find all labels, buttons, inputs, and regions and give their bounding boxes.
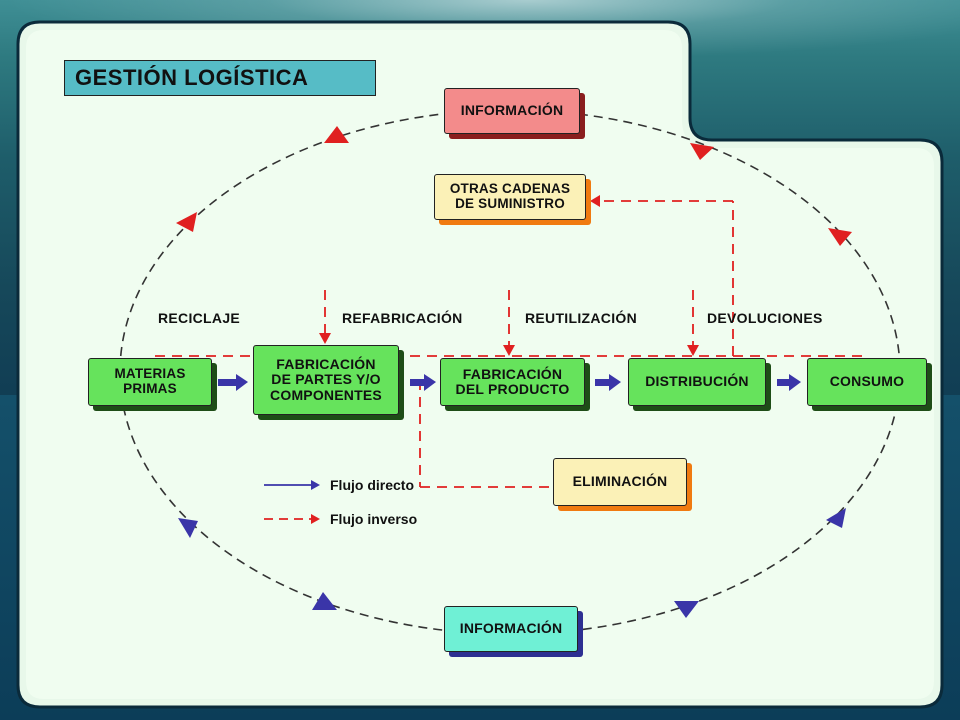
flow-arrow-right-lower	[826, 508, 846, 528]
consumo-node: CONSUMO	[807, 358, 927, 406]
legend-direct-arrowhead	[311, 480, 320, 490]
legend-inverse-label: Flujo inverso	[330, 511, 418, 527]
devoluciones-arrowhead	[687, 345, 699, 356]
fabricacion-partes-node: FABRICACIÓN DE PARTES Y/O COMPONENTES	[253, 345, 399, 415]
legend-direct-label: Flujo directo	[330, 477, 414, 493]
flow-arrow-left-upper	[176, 212, 197, 232]
flow-arrow-right-upper	[828, 228, 852, 246]
flow-arrow-top-right	[690, 143, 714, 160]
inverse-flow-lines	[155, 200, 868, 488]
materias-primas-node: MATERIAS PRIMAS	[88, 358, 212, 406]
otras-cadenas-node: OTRAS CADENAS DE SUMINISTRO	[434, 174, 586, 220]
flow-arrow-top-left	[324, 126, 349, 143]
refabricacion-label: REFABRICACIÓN	[342, 310, 463, 326]
fabricacion-producto-node: FABRICACIÓN DEL PRODUCTO	[440, 358, 585, 406]
otras-cadenas-arrowhead	[590, 195, 600, 207]
legend-inverse-arrowhead	[311, 514, 320, 524]
distribucion-node: DISTRIBUCIÓN	[628, 358, 766, 406]
page-title: GESTIÓN LOGÍSTICA	[64, 60, 376, 96]
info-top-node: INFORMACIÓN	[444, 88, 580, 134]
reutilizacion-label: REUTILIZACIÓN	[525, 310, 638, 326]
eliminacion-node: ELIMINACIÓN	[553, 458, 687, 506]
direct-flow-arrows	[218, 374, 801, 391]
flow-arrow-left-lower	[178, 518, 198, 538]
reutilizacion-arrowhead	[503, 345, 515, 356]
flow-arrow-bottom-left	[312, 592, 337, 610]
flow-arrow-bottom-right	[674, 601, 699, 618]
refabricacion-arrowhead	[319, 333, 331, 344]
devoluciones-label: DEVOLUCIONES	[707, 310, 823, 326]
reciclaje-label: RECICLAJE	[158, 310, 241, 326]
info-bottom-node: INFORMACIÓN	[444, 606, 578, 652]
